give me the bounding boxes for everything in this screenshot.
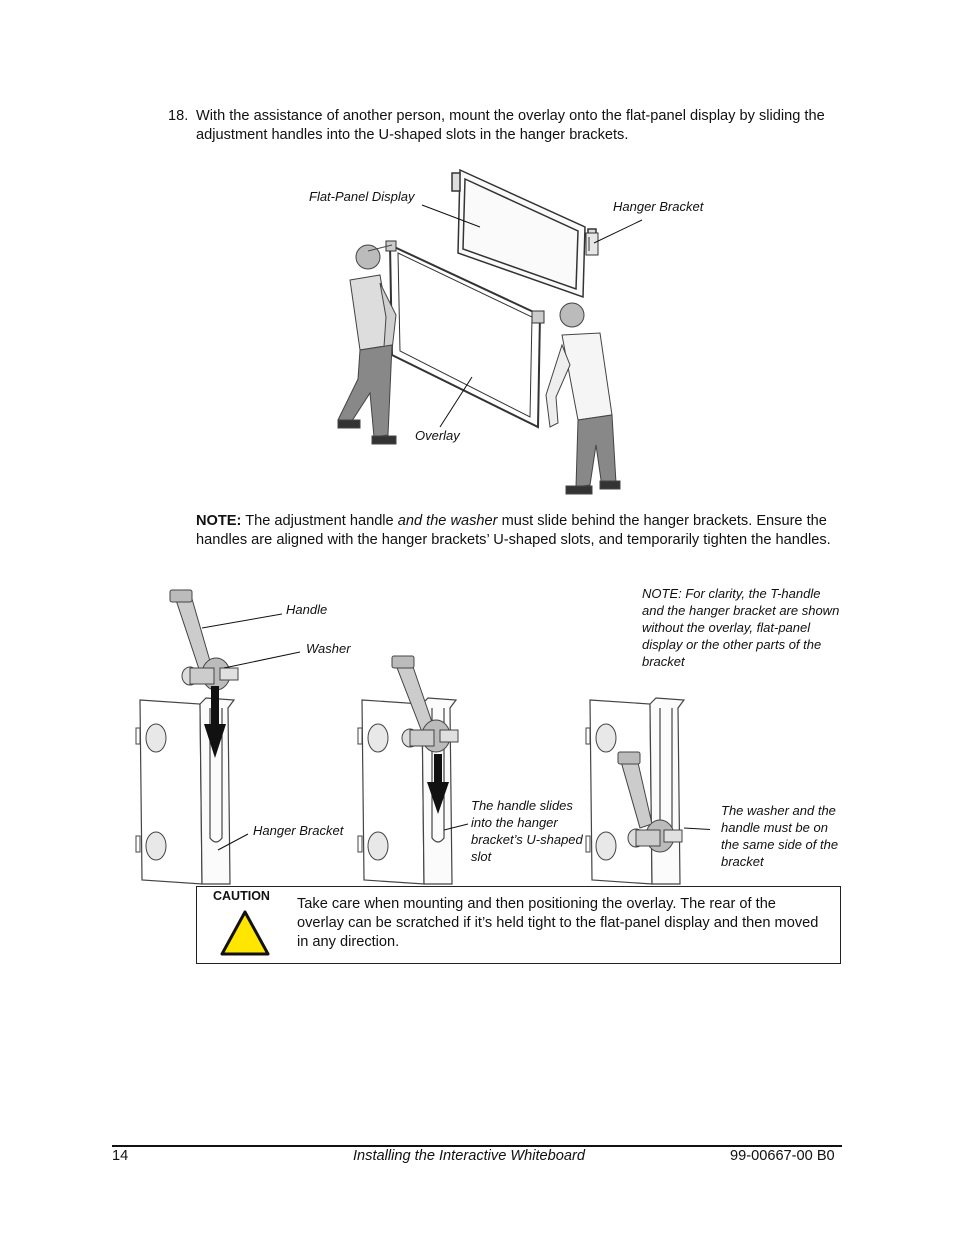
note-prefix: NOTE: xyxy=(196,513,242,529)
footer-page-number: 14 xyxy=(112,1148,129,1164)
footer-doc-id: 99-00667-00 B0 xyxy=(730,1148,835,1164)
handle-drawing-1 xyxy=(169,589,239,691)
bracket-step-2 xyxy=(357,655,459,885)
caution-title: CAUTION xyxy=(213,889,270,903)
label-clarity-note: NOTE: For clarity, the T-handle and the … xyxy=(642,586,840,669)
label-flat-panel-display: Flat-Panel Display xyxy=(309,189,415,204)
caution-text: Take care when mounting and then positio… xyxy=(297,896,819,950)
step-text: With the assistance of another person, m… xyxy=(196,108,825,143)
bracket-step-1 xyxy=(135,589,239,885)
handle-drawing-2 xyxy=(391,655,459,753)
label-washer: Washer xyxy=(306,641,351,656)
footer-title: Installing the Interactive Whiteboard xyxy=(353,1148,586,1164)
warning-triangle-icon xyxy=(220,910,270,956)
label-same-side: The washer and the handle must be on the… xyxy=(721,803,839,869)
note-emphasis: and the washer xyxy=(397,513,498,529)
handle-drawing-3 xyxy=(617,751,683,853)
label-hanger-bracket-top: Hanger Bracket xyxy=(613,199,704,214)
arrow-down-icon xyxy=(427,754,449,814)
person-left-drawing xyxy=(337,244,397,445)
note-part1: The adjustment handle xyxy=(241,513,398,529)
note-paragraph: NOTE: The adjustment handle and the wash… xyxy=(196,512,846,550)
flat-panel-display-drawing xyxy=(451,168,597,299)
label-overlay: Overlay xyxy=(415,428,460,443)
bracket-step-3 xyxy=(585,697,685,885)
step-number: 18. xyxy=(168,108,189,124)
overlay-drawing xyxy=(385,240,545,429)
label-hanger-bracket-bottom: Hanger Bracket xyxy=(253,823,344,838)
footer-rule xyxy=(112,1145,842,1147)
person-right-drawing xyxy=(545,302,621,495)
mounting-illustration xyxy=(337,168,643,495)
label-handle-slides: The handle slides into the hanger bracke… xyxy=(471,798,583,864)
caution-box: CAUTION Take care when mounting and then… xyxy=(196,886,841,964)
note-part2: must slide behind the hanger brackets. E… xyxy=(196,513,831,548)
label-handle: Handle xyxy=(286,602,328,617)
arrow-down-icon xyxy=(204,686,226,758)
hanger-bracket-drawing xyxy=(585,232,599,256)
handle-bracket-illustration xyxy=(135,589,710,885)
